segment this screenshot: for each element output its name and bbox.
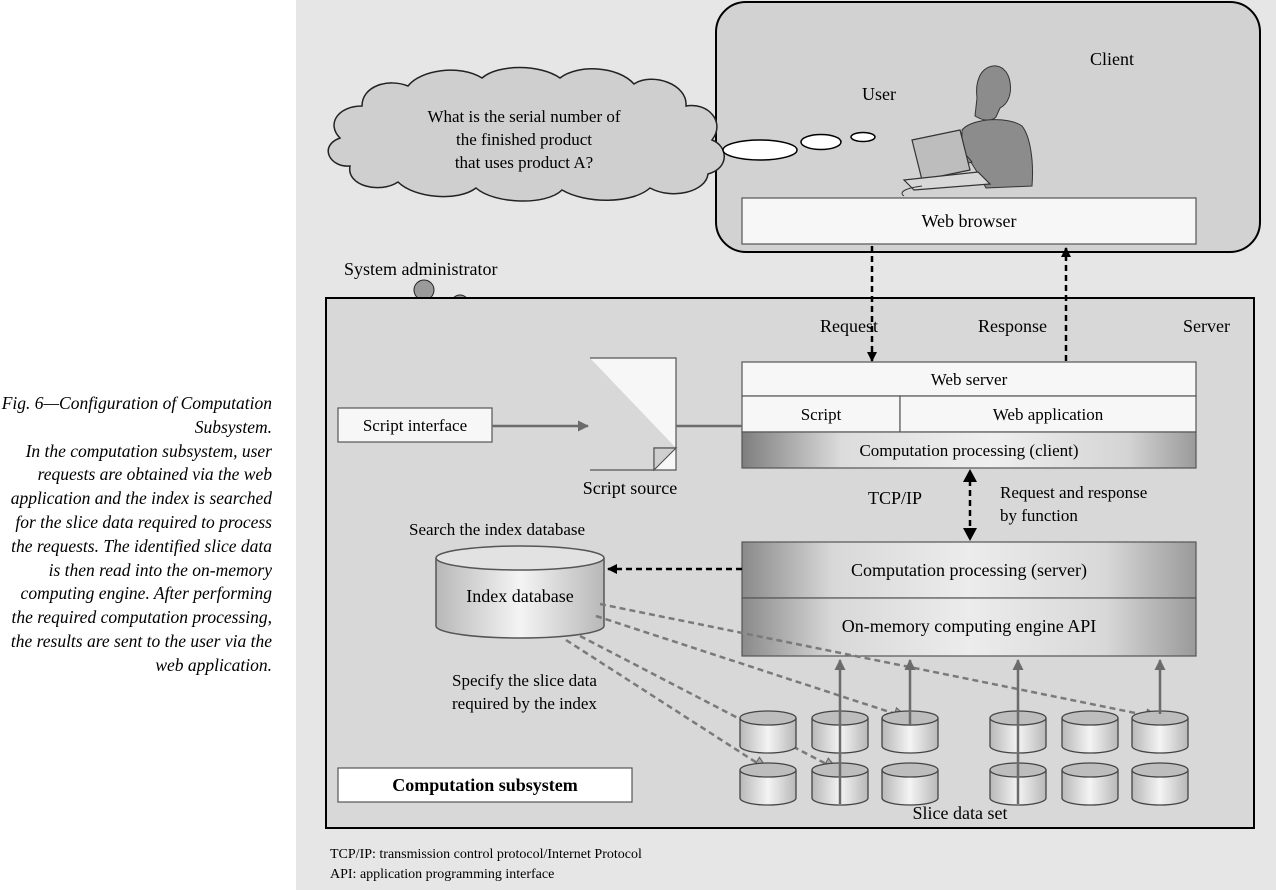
server-label: Server: [1183, 316, 1230, 336]
caption-body: In the computation subsystem, user reque…: [10, 440, 272, 675]
user-label: User: [862, 84, 896, 104]
thought-bubbles: [722, 131, 876, 161]
computation-subsystem-label: Computation subsystem: [392, 775, 578, 795]
slice-data-set-label: Slice data set: [913, 803, 1008, 823]
slice-data-cylinder: [881, 762, 939, 806]
engine-api-box: [741, 597, 1197, 657]
slice-data-cylinder: [1061, 762, 1119, 806]
index-database-label: Index database: [466, 586, 573, 606]
thought-cloud: [327, 66, 725, 202]
computation-client-box: [741, 431, 1197, 469]
script-interface-box: [337, 407, 493, 443]
system-administrator-label: System administrator: [344, 259, 497, 279]
script-interface-label: Script interface: [363, 416, 467, 435]
engine-api-label: On-memory computing engine API: [842, 616, 1096, 636]
script-source-label: Script source: [583, 478, 677, 498]
script-source-fold: [653, 447, 678, 472]
footnote-api: API: application programming interface: [330, 867, 554, 882]
computation-client-label: Computation processing (client): [859, 441, 1078, 460]
client-label: Client: [1090, 49, 1134, 69]
web-application-box: [899, 395, 1197, 433]
slice-data-cylinder: [1061, 710, 1119, 754]
slice-data-cylinder: [1131, 710, 1189, 754]
req-resp-line-2: by function: [1000, 506, 1078, 525]
tcpip-arrow-up: [963, 469, 977, 482]
figure-caption: Fig. 6—Configuration of Computation Subs…: [0, 392, 272, 678]
web-browser-label: Web browser: [921, 211, 1016, 231]
computation-subsystem-box: [337, 767, 633, 803]
response-label: Response: [978, 316, 1047, 336]
caption-title: Fig. 6—Configuration of Computation Subs…: [1, 393, 272, 437]
script-box: [741, 395, 901, 433]
thought-line-3: that uses product A?: [455, 153, 593, 172]
tcpip-arrow-down: [963, 528, 977, 541]
slice-data-cylinder: [1131, 762, 1189, 806]
web-browser-box: [741, 197, 1197, 245]
footnote-tcpip: TCP/IP: transmission control protocol/In…: [330, 847, 642, 862]
thought-line-1: What is the serial number of: [427, 107, 620, 126]
slice-data-cylinder: [739, 710, 797, 754]
specify-line-2: required by the index: [452, 694, 597, 713]
slice-load-arrows: [834, 659, 1166, 804]
script-label: Script: [801, 405, 842, 424]
computation-server-label: Computation processing (server): [851, 560, 1087, 581]
search-index-label: Search the index database: [409, 520, 585, 539]
slice-data-cylinders: [739, 710, 1189, 806]
web-application-label: Web application: [993, 405, 1104, 424]
index-database-cylinder: [435, 545, 605, 639]
request-label: Request: [820, 316, 878, 336]
tcpip-label: TCP/IP: [868, 488, 922, 508]
web-server-label: Web server: [931, 370, 1008, 389]
web-server-box: [741, 361, 1197, 397]
slice-data-cylinder: [739, 762, 797, 806]
req-resp-line-1: Request and response: [1000, 483, 1147, 502]
thought-line-2: the finished product: [456, 130, 592, 149]
specify-line-1: Specify the slice data: [452, 671, 597, 690]
user-at-laptop-icon: [901, 65, 1033, 197]
